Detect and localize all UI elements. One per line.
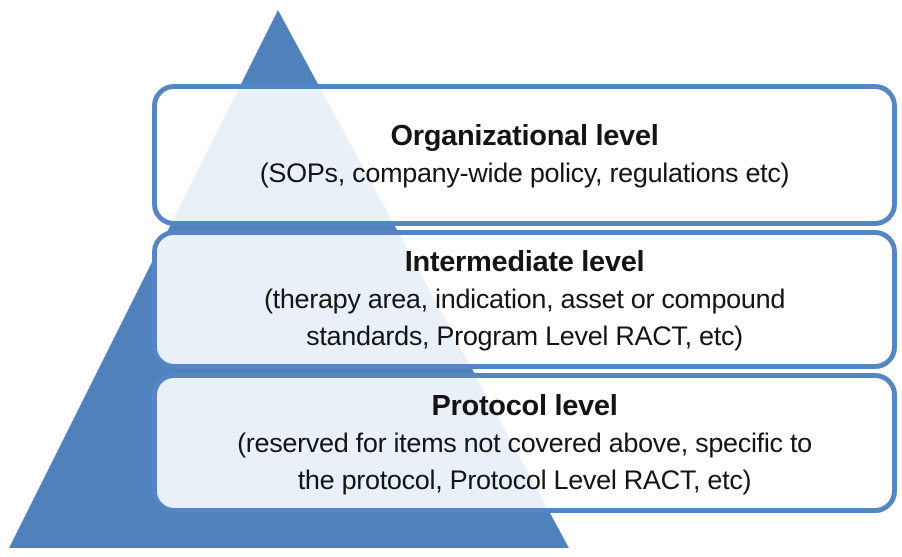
level-title: Intermediate level <box>404 246 645 278</box>
level-title: Protocol level <box>431 389 618 422</box>
level-description-line: standards, Program Level RACT, etc) <box>306 321 743 351</box>
level-box-organizational: Organizational level (SOPs, company-wide… <box>152 84 897 226</box>
level-box-protocol: Protocol level (reserved for items not c… <box>152 373 897 513</box>
level-description-line: (therapy area, indication, asset or comp… <box>263 284 786 314</box>
level-description-line: (SOPs, company-wide policy, regulations … <box>259 158 790 188</box>
level-description-line: the protocol, Protocol Level RACT, etc) <box>297 464 752 495</box>
level-description-line: (reserved for items not covered above, s… <box>237 427 812 458</box>
level-title: Organizational level <box>390 120 659 152</box>
level-box-intermediate: Intermediate level (therapy area, indica… <box>152 230 897 369</box>
